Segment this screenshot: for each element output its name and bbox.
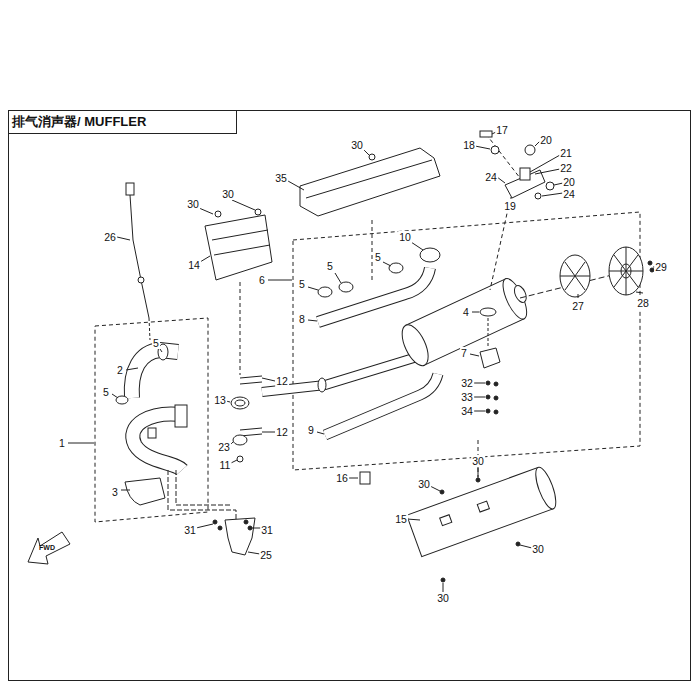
callout-number: 12 xyxy=(275,426,289,438)
callout-number: 5 xyxy=(374,251,382,263)
callout-number: 22 xyxy=(559,162,573,174)
callout-number: 28 xyxy=(636,297,650,309)
callout-number: 11 xyxy=(219,459,232,471)
callout-number: 2 xyxy=(116,364,124,376)
callout-number: 5 xyxy=(298,278,306,290)
callout-number: 14 xyxy=(187,259,201,271)
callout-number: 4 xyxy=(462,306,470,318)
callout-number: 30 xyxy=(471,455,485,467)
callout-number: 29 xyxy=(654,261,668,273)
callout-number: 3 xyxy=(111,486,119,498)
callout-number: 31 xyxy=(260,524,274,536)
callout-number: 32 xyxy=(460,377,474,389)
callout-number: 23 xyxy=(217,441,231,453)
callout-number: 5 xyxy=(102,386,110,398)
callout-number: 7 xyxy=(460,347,468,359)
callout-number: 17 xyxy=(495,124,509,136)
callout-number: 26 xyxy=(103,231,117,243)
callout-number: 33 xyxy=(460,391,474,403)
callout-number: 18 xyxy=(462,139,476,151)
callout-number: 15 xyxy=(394,513,408,525)
callout-number: 13 xyxy=(213,394,227,406)
callout-number: 9 xyxy=(307,424,315,436)
callout-number: 20 xyxy=(539,134,553,146)
callout-number: 5 xyxy=(152,337,160,349)
callout-number: 27 xyxy=(571,300,585,312)
callout-number: 30 xyxy=(221,188,235,200)
callout-number: 20 xyxy=(562,176,576,188)
callout-number: 31 xyxy=(183,524,197,536)
callout-number: 30 xyxy=(531,543,545,555)
callout-number: 5 xyxy=(326,260,334,272)
callout-number: 10 xyxy=(398,231,412,243)
callout-number: 30 xyxy=(436,592,450,604)
callout-number: 19 xyxy=(503,200,517,212)
callout-number: 21 xyxy=(559,147,573,159)
callout-number: 30 xyxy=(350,139,364,151)
callout-number: 35 xyxy=(274,172,288,184)
callout-number: 24 xyxy=(484,171,498,183)
direction-label: FWD xyxy=(38,542,56,554)
callout-number: 12 xyxy=(275,375,289,387)
diagram-title: 排气消声器/ MUFFLER xyxy=(12,111,146,132)
callout-number: 8 xyxy=(298,313,306,325)
callout-number: 1 xyxy=(58,437,66,449)
callout-number: 24 xyxy=(562,188,576,200)
callout-number: 16 xyxy=(335,472,349,484)
callout-number: 30 xyxy=(186,198,200,210)
callout-number: 25 xyxy=(259,549,273,561)
callout-number: 6 xyxy=(258,274,266,286)
callout-number: 30 xyxy=(417,478,431,490)
callout-number: 34 xyxy=(460,405,474,417)
